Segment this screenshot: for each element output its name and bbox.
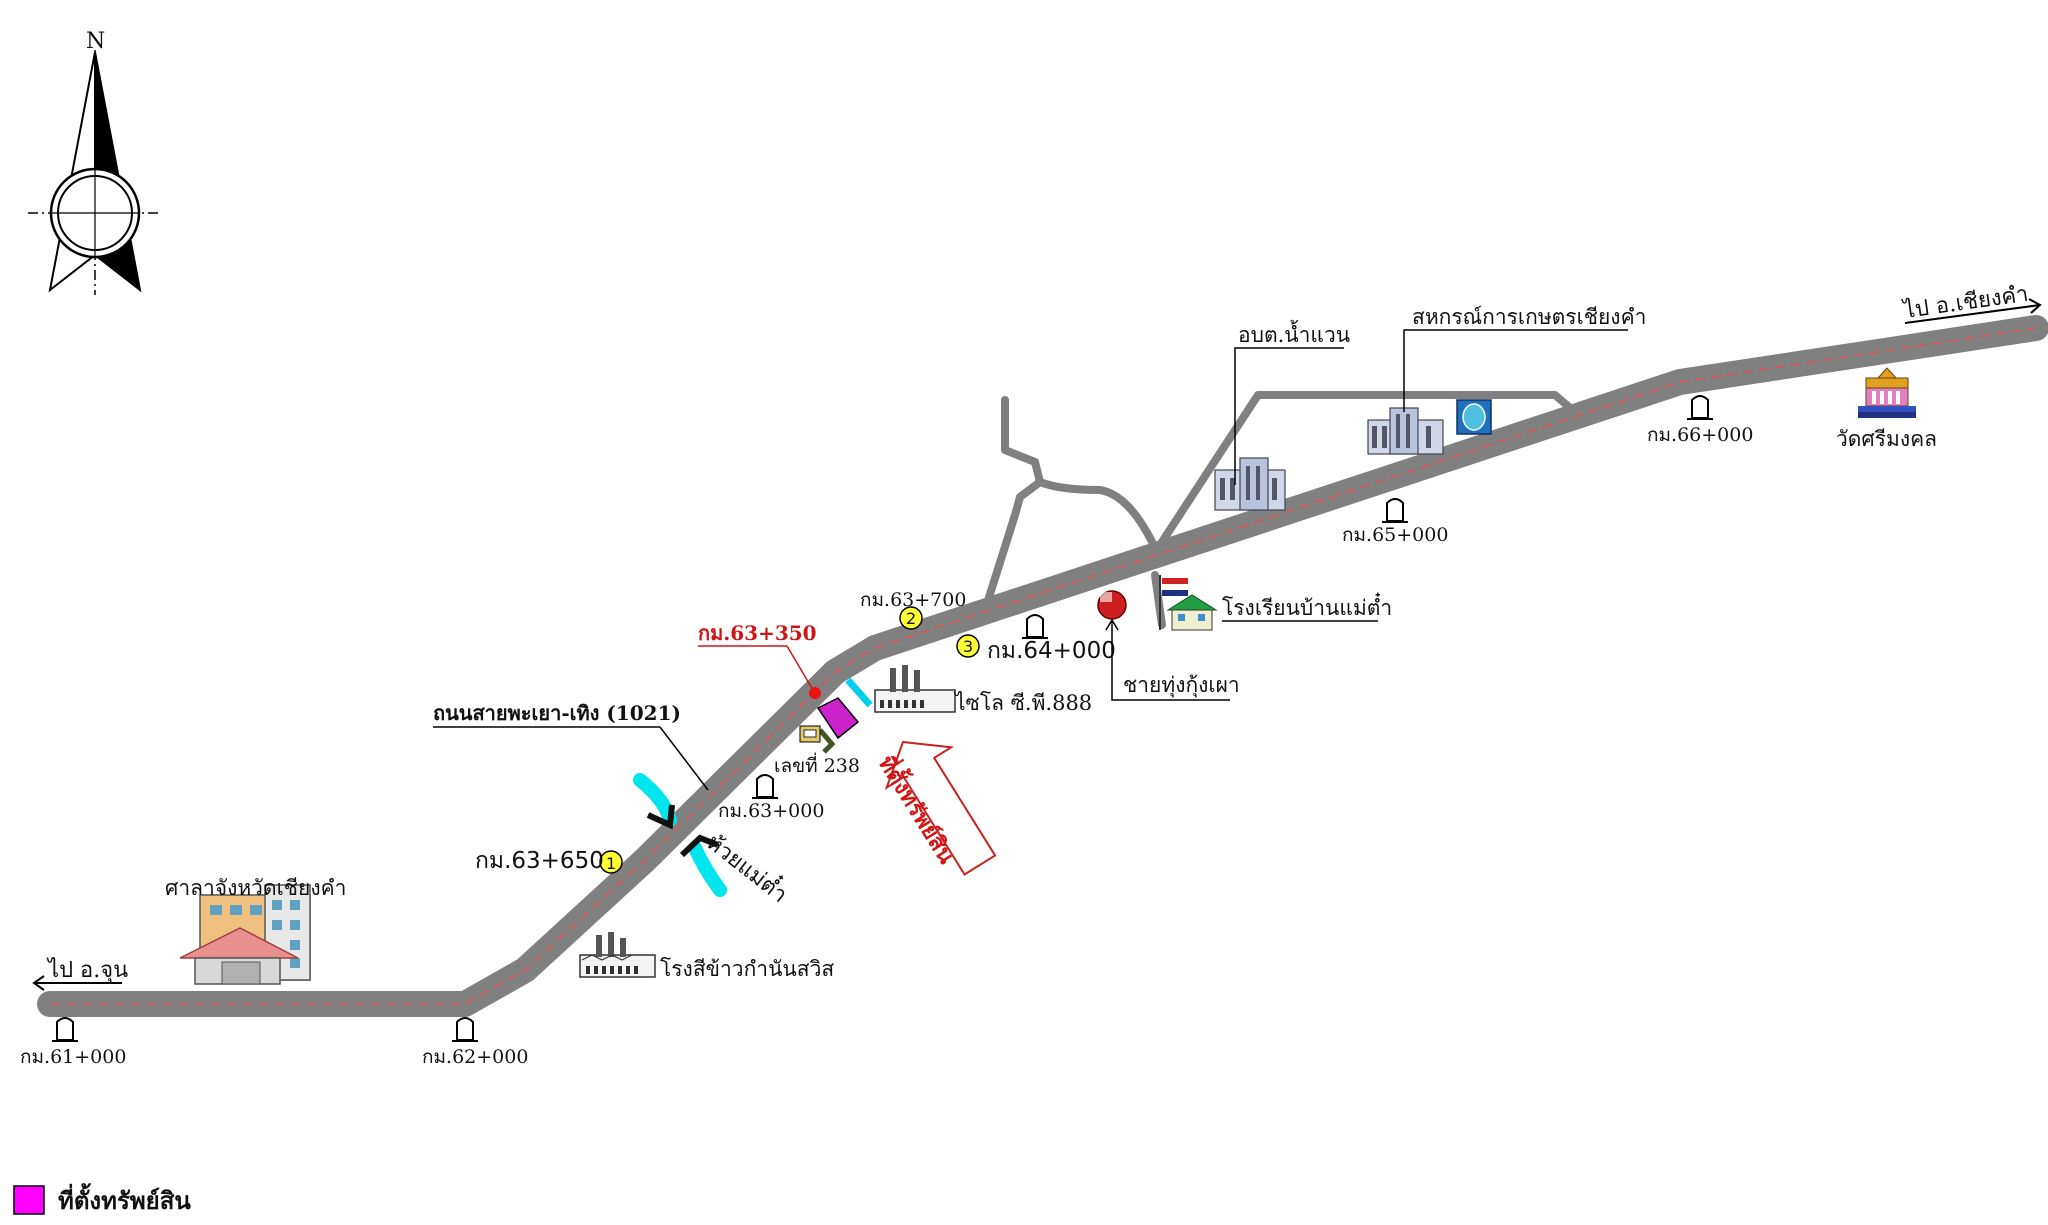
point-3-marker <box>956 634 980 658</box>
factory-label: ไซโล ซี.พี.888 <box>953 691 1092 715</box>
km-post-icon <box>56 1017 74 1041</box>
point-1-label: กม.63+650 <box>475 848 604 874</box>
north-label: N <box>86 29 105 54</box>
restaurant-icon <box>1097 590 1127 620</box>
property-pointer-arrow-icon <box>884 740 997 876</box>
main-road <box>37 315 2048 1017</box>
factory-icon <box>874 665 956 713</box>
temple-label: วัดศรีมงคล <box>1836 427 1937 451</box>
stream-label: ห้วยแม่ต๋ำ <box>701 826 794 908</box>
point-2-marker <box>899 606 923 630</box>
building-icon <box>179 884 311 985</box>
km63-label: กม.63+000 <box>718 800 824 822</box>
factory-icon <box>579 932 656 978</box>
ditch-mark <box>845 677 873 708</box>
office-building-icon <box>1214 457 1286 511</box>
km-post-icon <box>1386 498 1404 522</box>
km66-label: กม.66+000 <box>1647 424 1753 446</box>
km-post-icon <box>1691 395 1709 419</box>
rice-mill-label: โรงสีข้าวกำนันสวิส <box>660 957 834 981</box>
school-label: โรงเรียนบ้านแม่ต๋ำ <box>1222 592 1392 620</box>
stream-huai-mae-tam <box>633 773 727 897</box>
km-post-icon <box>1026 614 1044 638</box>
km62-label: กม.62+000 <box>422 1046 528 1068</box>
legend-label: ที่ตั้งทรัพย์สิน <box>58 1182 191 1215</box>
km-post-icon <box>456 1017 474 1041</box>
property-address: เลขที่ 238 <box>774 752 860 777</box>
school-icon <box>1159 575 1218 631</box>
to-jun-label: ไป อ.จุน <box>46 957 128 983</box>
property-parcel <box>816 697 860 740</box>
property-km-label: กม.63+350 <box>698 621 817 645</box>
km65-label: กม.65+000 <box>1342 524 1448 546</box>
shrimp-shop-leader <box>1111 620 1230 701</box>
tambon-office-leader <box>1234 347 1344 485</box>
main-road-label: ถนนสายพะเยา-เทิง (1021) <box>433 701 681 725</box>
main-road-label-leader <box>659 726 709 791</box>
legend-swatch <box>13 1185 45 1215</box>
property-access-icon <box>818 728 836 754</box>
point-3-label: กม.64+000 <box>987 638 1116 664</box>
point-2-label: กม.63+700 <box>860 589 966 611</box>
temple-icon <box>1858 367 1916 418</box>
house-icon <box>799 725 821 743</box>
property-point-icon <box>809 687 821 699</box>
tambon-office-label: อบต.น้ำแวน <box>1238 320 1350 347</box>
point-1-number: 1 <box>606 854 616 873</box>
north-arrow-icon <box>28 50 162 295</box>
to-chiang-kham-label: ไป อ.เชียงคำ <box>1900 281 2030 324</box>
to-chiang-kham-arrow-icon <box>1904 298 2042 324</box>
point-1-marker <box>599 850 623 874</box>
point-2-number: 2 <box>906 609 916 628</box>
property-km-leader <box>786 645 814 691</box>
km61-label: กม.61+000 <box>20 1046 126 1068</box>
coop-label: สหกรณ์การเกษตรเชียงคำ <box>1412 305 1646 329</box>
coop-building-icon <box>1367 399 1492 455</box>
provincial-hall-label: ศาลาจังหวัดเชียงคำ <box>165 876 346 900</box>
km-post-icon <box>756 774 774 798</box>
coop-leader <box>1403 329 1628 412</box>
point-3-number: 3 <box>963 637 973 656</box>
shrimp-shop-label: ชายทุ่งกุ้งเผา <box>1123 673 1240 698</box>
to-jun-arrow-icon <box>32 975 122 991</box>
